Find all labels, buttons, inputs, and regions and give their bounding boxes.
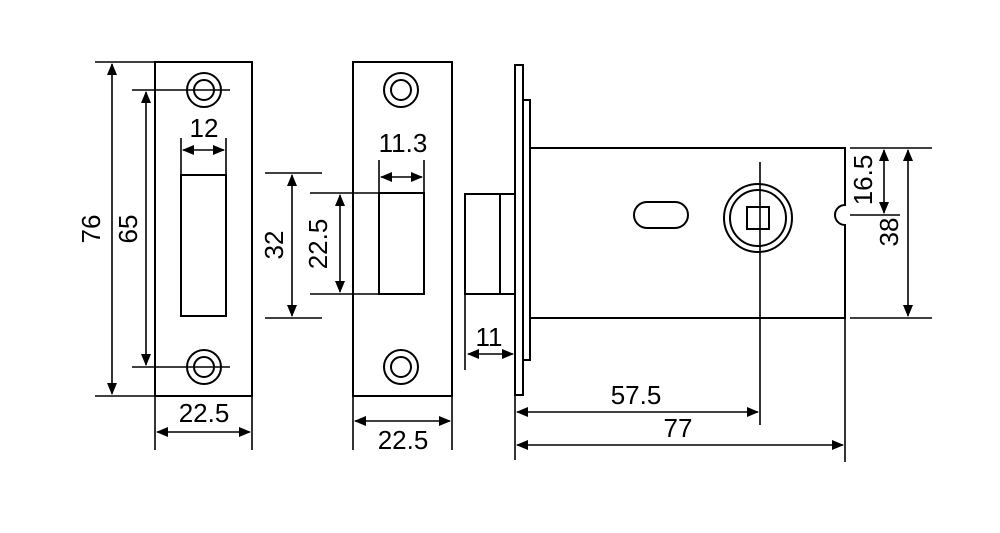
dim-77-label: 77	[664, 413, 693, 443]
dim-165-label: 16.5	[848, 155, 878, 206]
dim-strike-width-label: 22.5	[179, 398, 230, 428]
spindle-hub-outer	[723, 183, 793, 253]
latch-faceplate-side	[514, 64, 524, 396]
latch-faceplate-step	[522, 99, 531, 361]
latch-tongue	[464, 193, 516, 295]
latch-body: 11 57.5 77 16.5 38	[464, 64, 932, 462]
dim-65-label: 65	[113, 215, 143, 244]
face-plate-outline	[352, 61, 453, 397]
dim-face-width-label: 22.5	[378, 425, 429, 455]
face-bottom-screw-hole-outer	[383, 349, 419, 385]
spindle-square-hole	[746, 206, 770, 230]
spindle-hub-inner	[729, 189, 787, 247]
dim-113-label: 11.3	[379, 128, 428, 158]
dim-12-label: 12	[190, 113, 219, 143]
dim-225-label: 22.5	[303, 219, 333, 270]
strike-plate: 76 65 12 22.5	[76, 61, 253, 450]
dim-76-label: 76	[76, 215, 106, 244]
latch-oval-slot	[633, 201, 689, 229]
dim-38-label: 38	[874, 218, 904, 247]
dim-11-label: 11	[476, 322, 503, 352]
dim-backset-label: 57.5	[611, 380, 662, 410]
dim-32-label: 32	[259, 231, 289, 260]
face-bottom-screw-hole-inner	[390, 356, 412, 378]
strike-slot	[180, 174, 227, 317]
latch-case-outline	[530, 147, 846, 319]
face-top-screw-hole-inner	[390, 79, 412, 101]
strike-plate-outline	[154, 61, 253, 397]
face-slot	[378, 192, 425, 295]
face-plate: 32 22.5 11.3 22.5	[259, 61, 453, 455]
face-top-screw-hole-outer	[383, 72, 419, 108]
